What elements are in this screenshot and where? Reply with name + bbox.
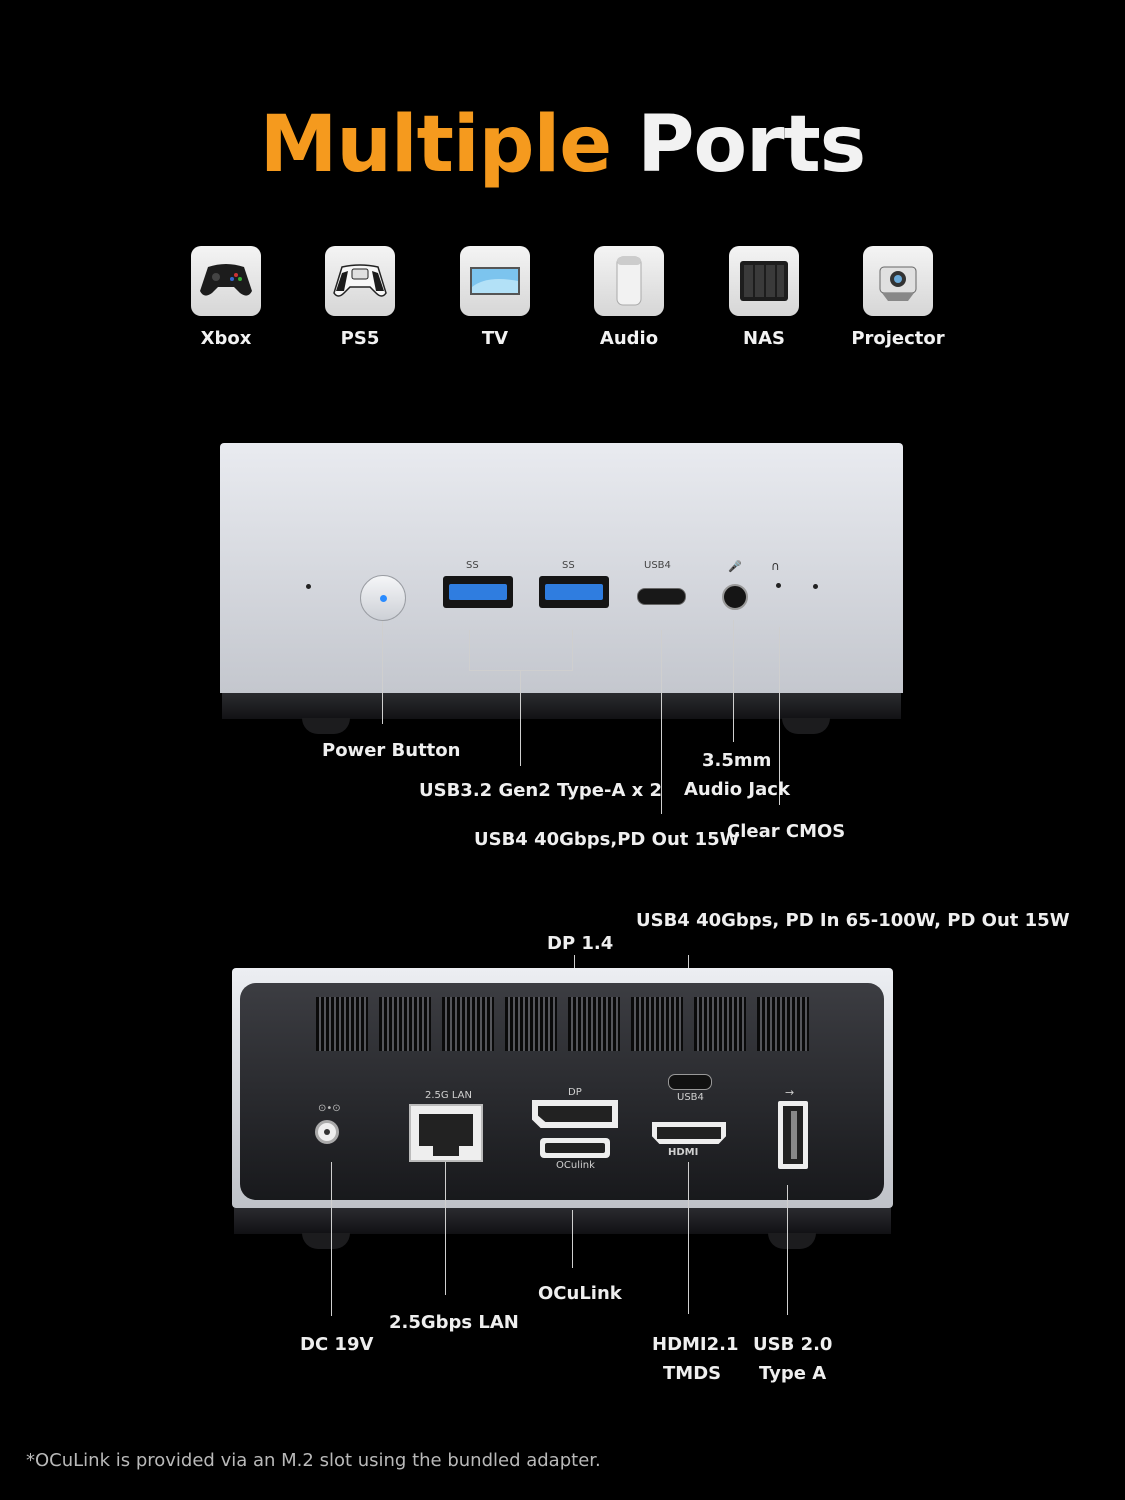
callout-line (787, 1185, 788, 1315)
displayport-port (532, 1100, 618, 1128)
usb-icon: → (785, 1086, 795, 1099)
ethernet-port (409, 1104, 483, 1162)
nas-icon (729, 246, 799, 316)
title-rest: Ports (637, 100, 866, 190)
label-hdmi-line2: TMDS (663, 1363, 722, 1384)
hdmi-port (652, 1122, 726, 1144)
device-label: Xbox (200, 328, 252, 349)
callout-line (779, 627, 780, 805)
label-clear-cmos: Clear CMOS (727, 821, 846, 842)
device-nas: NAS (728, 246, 800, 349)
headphone-icon: ∩ (771, 559, 780, 573)
device-label: TV (481, 328, 509, 349)
device-audio: Audio (593, 246, 665, 349)
lan-mark: 2.5G LAN (425, 1090, 472, 1101)
label-audio-line2: Audio Jack (684, 779, 790, 800)
usb-c-port (637, 588, 686, 605)
usb4-mark: USB4 (644, 560, 671, 571)
foot (782, 718, 830, 734)
clear-cmos-hole (776, 583, 781, 588)
audio-jack-port (722, 584, 748, 610)
front-panel (220, 443, 903, 693)
superspeed-icon: SS (466, 560, 479, 571)
label-usb4-front: USB4 40Gbps,PD Out 15W (474, 829, 740, 850)
dp-mark: DP (568, 1087, 582, 1098)
label-lan: 2.5Gbps LAN (389, 1312, 519, 1333)
label-dc: DC 19V (300, 1334, 374, 1355)
oculink-mark: OCulink (556, 1160, 595, 1171)
label-usb2-line2: Type A (759, 1363, 827, 1384)
power-button[interactable] (360, 575, 406, 621)
front-base (222, 693, 901, 719)
vent (631, 997, 683, 1051)
label-dp: DP 1.4 (547, 933, 614, 954)
page-title: Multiple Ports (0, 100, 1125, 190)
callout-line (469, 670, 573, 671)
callout-line (572, 1210, 573, 1268)
vent (757, 997, 809, 1051)
tv-icon (460, 246, 530, 316)
ps5-controller-icon (325, 246, 395, 316)
usb4-rear-port (668, 1074, 712, 1090)
device-label: Projector (851, 328, 945, 349)
device-xbox: Xbox (190, 246, 262, 349)
projector-icon (863, 246, 933, 316)
callout-line (661, 630, 662, 814)
usb4-rear-mark: USB4 (677, 1092, 704, 1103)
usb2-port (778, 1101, 808, 1169)
foot (302, 1233, 350, 1249)
vent (316, 997, 368, 1051)
footnote: *OCuLink is provided via an M.2 slot usi… (26, 1450, 601, 1471)
device-ps5: PS5 (324, 246, 396, 349)
rear-base (234, 1208, 891, 1234)
superspeed-icon: SS (562, 560, 575, 571)
callout-line (445, 1162, 446, 1295)
device-label: Audio (599, 328, 659, 349)
callout-line (331, 1162, 332, 1316)
device-label: PS5 (340, 328, 380, 349)
oculink-port (540, 1138, 610, 1158)
power-led-icon (380, 595, 387, 602)
callout-line (733, 620, 734, 742)
label-usb2-line1: USB 2.0 (753, 1334, 833, 1355)
device-projector: Projector (851, 246, 945, 349)
usb-a-port-1 (443, 576, 513, 608)
indicator-hole (813, 584, 818, 589)
indicator-hole (306, 584, 311, 589)
mic-icon: 🎤 (728, 560, 742, 573)
callout-line (572, 630, 573, 670)
label-usb-a: USB3.2 Gen2 Type-A x 2 (419, 780, 663, 801)
vent (694, 997, 746, 1051)
title-highlight: Multiple (259, 100, 612, 190)
vent (379, 997, 431, 1051)
callout-line (688, 1162, 689, 1314)
foot (768, 1233, 816, 1249)
vent (568, 997, 620, 1051)
dc-jack-port (315, 1120, 339, 1144)
vent (442, 997, 494, 1051)
callout-line (469, 630, 470, 670)
device-tv: TV (459, 246, 531, 349)
speaker-icon (594, 246, 664, 316)
hdmi-mark: HDMI (668, 1147, 699, 1158)
xbox-controller-icon (191, 246, 261, 316)
callout-line (382, 621, 383, 724)
callout-line (520, 670, 521, 766)
usb-a-port-2 (539, 576, 609, 608)
label-power-button: Power Button (322, 740, 461, 761)
vent (505, 997, 557, 1051)
foot (302, 718, 350, 734)
label-oculink: OCuLink (538, 1283, 622, 1304)
label-usb4-rear: USB4 40Gbps, PD In 65-100W, PD Out 15W (636, 910, 1070, 931)
label-hdmi-line1: HDMI2.1 (652, 1334, 739, 1355)
label-audio-line1: 3.5mm (702, 750, 772, 771)
device-label: NAS (743, 328, 785, 349)
dc-polarity-icon: ⊙•⊙ (318, 1103, 341, 1114)
